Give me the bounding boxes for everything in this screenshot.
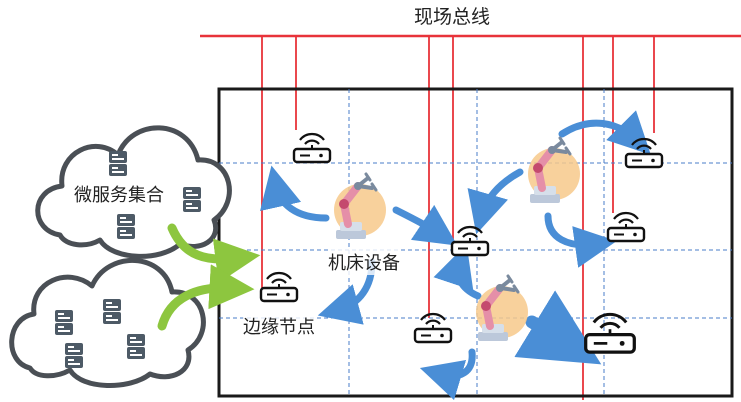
- arrow-icon: [433, 244, 482, 300]
- wireless-router-icon: [292, 132, 332, 164]
- arrow-icon: [392, 204, 458, 246]
- wireless-router-icon: [450, 225, 490, 257]
- robot-arm-icon: [334, 174, 386, 239]
- arrow-icon: [167, 223, 261, 284]
- wireless-router-icon: [624, 137, 664, 169]
- wireless-router-icon: [584, 312, 636, 354]
- robot-arm-icon: [476, 276, 528, 341]
- edge-node-label: 边缘节点: [243, 313, 315, 339]
- green-arrows: [157, 223, 261, 331]
- fieldbus-label: 现场总线: [414, 6, 491, 28]
- arrow-icon: [544, 212, 617, 268]
- arrow-icon: [558, 110, 651, 155]
- arrow-icon: [514, 290, 602, 365]
- cloud-bottom: [9, 258, 206, 388]
- arrow-icon: [260, 165, 330, 222]
- arrow-icon: [157, 264, 255, 331]
- microservices-label: 微服务集合: [74, 181, 164, 207]
- arrow-icon: [419, 348, 476, 401]
- wireless-router-icon: [606, 211, 646, 243]
- wireless-router-icon: [259, 271, 299, 303]
- machine-label: 机床设备: [328, 249, 400, 275]
- arrow-icon: [467, 168, 524, 235]
- fieldbus-drops: [261, 36, 655, 400]
- robot-arm-icon: [528, 138, 580, 203]
